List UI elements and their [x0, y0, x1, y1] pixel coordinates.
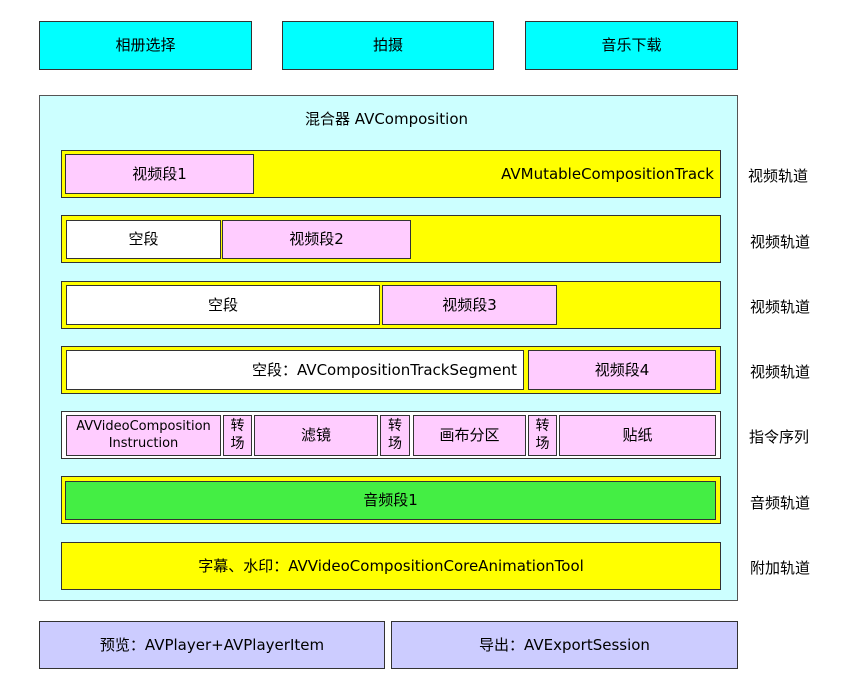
extra-track[interactable]: 字幕、水印：AVVideoCompositionCoreAnimationToo… — [61, 542, 721, 590]
music-download-button[interactable]: 音乐下载 — [525, 21, 738, 70]
album-select-button[interactable]: 相册选择 — [39, 21, 252, 70]
side-label-instructions: 指令序列 — [749, 428, 810, 446]
empty-segment-2[interactable]: 空段 — [66, 220, 221, 259]
side-label-video-4: 视频轨道 — [750, 363, 811, 381]
side-label-video-1: 视频轨道 — [748, 167, 809, 185]
transition-3[interactable]: 转场 — [528, 415, 557, 456]
shoot-button[interactable]: 拍摄 — [282, 21, 494, 70]
mixer-title: 混合器 AVComposition — [305, 110, 469, 128]
track1-label: AVMutableCompositionTrack — [501, 164, 714, 183]
transition-2[interactable]: 转场 — [380, 415, 410, 456]
export-button[interactable]: 导出：AVExportSession — [391, 621, 738, 669]
side-label-audio: 音频轨道 — [750, 494, 811, 512]
instruction-block[interactable]: AVVideoComposition Instruction — [66, 415, 221, 456]
side-label-video-3: 视频轨道 — [750, 298, 811, 316]
filter-block[interactable]: 滤镜 — [254, 415, 378, 456]
video-segment-2[interactable]: 视频段2 — [222, 220, 411, 259]
empty-segment-4[interactable]: 空段：AVCompositionTrackSegment — [66, 350, 524, 390]
preview-button[interactable]: 预览：AVPlayer+AVPlayerItem — [39, 621, 385, 669]
video-segment-4[interactable]: 视频段4 — [528, 350, 716, 390]
canvas-partition-block[interactable]: 画布分区 — [413, 415, 526, 456]
side-label-video-2: 视频轨道 — [750, 233, 811, 251]
empty-segment-3[interactable]: 空段 — [66, 285, 380, 325]
side-label-extra: 附加轨道 — [750, 559, 811, 577]
video-segment-1[interactable]: 视频段1 — [65, 154, 254, 194]
transition-1[interactable]: 转场 — [223, 415, 252, 456]
sticker-block[interactable]: 贴纸 — [559, 415, 716, 456]
video-segment-3[interactable]: 视频段3 — [382, 285, 557, 325]
empty-segment-4-label: 空段：AVCompositionTrackSegment — [252, 360, 517, 379]
audio-segment-1[interactable]: 音频段1 — [65, 481, 716, 520]
